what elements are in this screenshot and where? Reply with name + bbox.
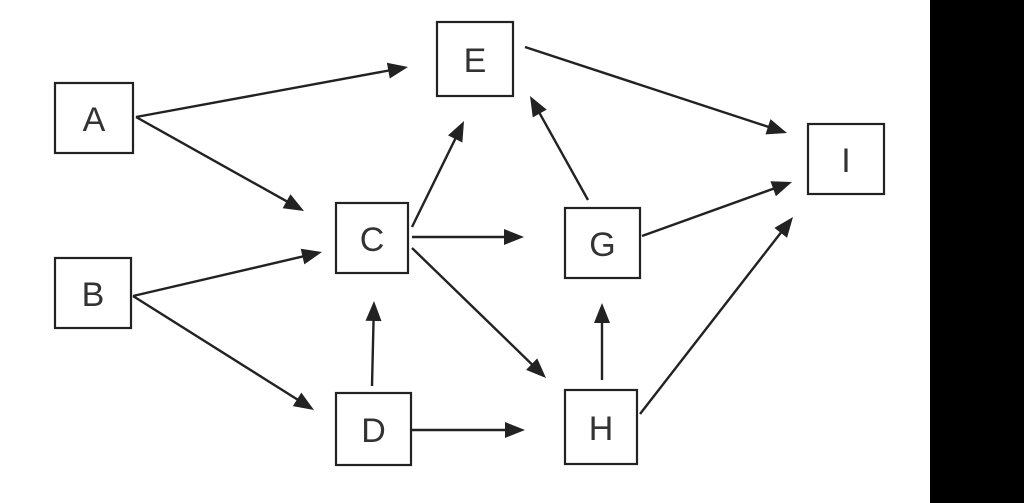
- node-box: [334, 391, 413, 467]
- arrow-head-icon: [386, 62, 408, 79]
- node-label: B: [82, 276, 105, 314]
- edge-line: [641, 186, 776, 238]
- edge-line: [370, 318, 375, 387]
- node-label: C: [360, 221, 385, 259]
- arrow-head-icon: [526, 358, 546, 378]
- edge-line: [524, 45, 771, 129]
- edge-b-to-c: [132, 248, 322, 298]
- arrow-head-icon: [765, 119, 787, 135]
- node-box: [53, 256, 133, 330]
- node-box: [53, 81, 135, 155]
- arrow-head-icon: [282, 194, 304, 211]
- edge-d-to-h: [412, 422, 525, 438]
- arrow-head-icon: [300, 248, 322, 265]
- node-g: G: [563, 206, 642, 280]
- edges-layer: [132, 45, 793, 438]
- node-b: B: [53, 256, 133, 330]
- node-i: I: [806, 122, 886, 196]
- edge-a-to-e: [135, 62, 408, 119]
- edge-line: [132, 294, 300, 402]
- node-a: A: [53, 81, 135, 155]
- arrow-head-icon: [505, 422, 525, 438]
- edge-line: [135, 69, 391, 119]
- node-d: D: [334, 391, 413, 467]
- node-label: D: [361, 412, 386, 450]
- node-label: H: [589, 410, 614, 448]
- node-label: G: [589, 226, 615, 264]
- node-c: C: [334, 201, 410, 275]
- edge-c-to-h: [411, 247, 546, 378]
- edge-h-to-i: [639, 217, 793, 415]
- arrow-head-icon: [448, 121, 464, 143]
- arrow-head-icon: [292, 392, 314, 410]
- black-side-band: [930, 0, 1024, 503]
- edge-line: [537, 111, 590, 201]
- edge-c-to-e: [410, 121, 464, 228]
- edge-h-to-g: [594, 303, 610, 380]
- arrow-head-icon: [774, 217, 793, 238]
- arrow-head-icon: [365, 301, 382, 322]
- edge-line: [132, 254, 305, 298]
- arrow-head-icon: [770, 181, 792, 197]
- node-box: [435, 20, 515, 98]
- edge-a-to-c: [135, 115, 304, 211]
- nodes-layer: A B C D E G H I: [53, 20, 886, 467]
- node-label: I: [841, 142, 850, 180]
- node-e: E: [435, 20, 515, 98]
- edge-c-to-g: [412, 229, 524, 245]
- arrow-head-icon: [594, 303, 610, 323]
- edge-g-to-e: [530, 96, 590, 201]
- node-label: E: [464, 42, 487, 80]
- node-box: [334, 201, 410, 275]
- edge-g-to-i: [641, 181, 792, 238]
- edge-line: [135, 115, 289, 204]
- node-box: [563, 206, 642, 280]
- edge-line: [411, 247, 534, 367]
- edge-b-to-d: [132, 294, 314, 410]
- node-label: A: [83, 101, 106, 139]
- node-h: H: [563, 388, 639, 466]
- node-box: [563, 388, 639, 466]
- edge-e-to-i: [524, 45, 787, 135]
- edge-d-to-c: [365, 301, 382, 387]
- arrow-head-icon: [530, 96, 547, 118]
- arrow-head-icon: [504, 229, 524, 245]
- edge-line: [410, 136, 458, 228]
- node-box: [806, 122, 886, 196]
- edge-line: [639, 230, 783, 415]
